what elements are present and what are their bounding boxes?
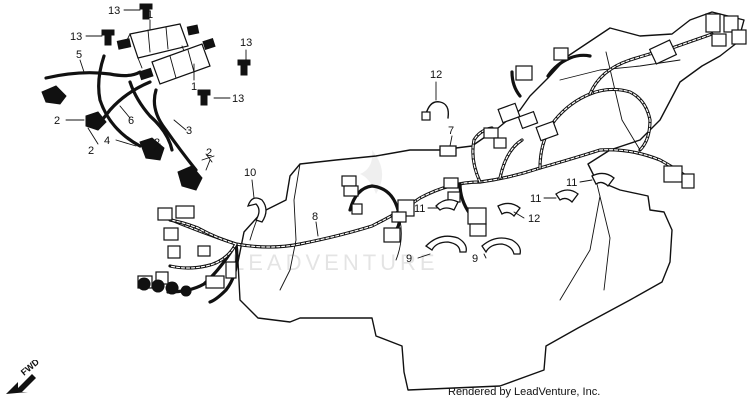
main-wire-harness: [160, 148, 692, 249]
center-connector-group: [341, 175, 487, 243]
bolt-13a: [139, 3, 153, 20]
watermark-text: LEADVENTURE: [232, 250, 439, 275]
clamp-11c: [591, 172, 615, 187]
bolt-13b: [101, 29, 115, 46]
callout-2b: 2: [88, 145, 94, 157]
callout-1b: 1: [191, 81, 197, 93]
harness-rear-branch: [538, 87, 652, 170]
plug-cap-2a: [41, 85, 67, 105]
clamp-11a: [435, 199, 459, 211]
callout-4: 4: [104, 135, 110, 147]
bolt-13c: [237, 59, 251, 76]
callout-2a: 2: [54, 115, 60, 127]
callout-11a: 11: [414, 203, 425, 215]
harness-mid-branch: [458, 126, 524, 216]
clamp-12a: [425, 101, 450, 119]
callout-13d: 13: [232, 93, 244, 105]
frame-outline: [237, 11, 745, 391]
callout-7: 7: [448, 125, 454, 137]
callout-5: 5: [76, 49, 82, 61]
callout-12a: 12: [430, 69, 442, 81]
clamp-11b: [555, 189, 579, 203]
ignition-coil-upper: [116, 23, 200, 69]
rear-connector-group: [648, 13, 747, 189]
render-credit: Rendered by LeadVenture, Inc.: [448, 386, 601, 398]
callout-1a: 1: [147, 9, 153, 21]
callout-11c: 11: [566, 177, 577, 189]
callout-11b: 11: [530, 193, 541, 205]
callout-9b: 9: [472, 253, 478, 265]
callout-13b: 13: [70, 31, 82, 43]
callout-13c: 13: [240, 37, 252, 49]
hv-lead-5: [44, 70, 142, 80]
front-connector-group: [137, 205, 237, 297]
plug-cap-2d: [177, 165, 203, 191]
ignition-coil-lower: [138, 38, 216, 85]
callout-3: 3: [186, 125, 192, 137]
plug-cap-2b: [85, 111, 107, 131]
callout-10: 10: [244, 167, 256, 179]
harness-upper-branch: [510, 53, 592, 98]
part-callouts: 13 13 13 13 1 1 5 2 2 4 6 2 3 2 12 7 10 …: [54, 5, 577, 265]
clamp-9a: [424, 235, 467, 253]
leader-lines: [65, 9, 593, 259]
clamp-12b: [497, 202, 521, 217]
callout-8: 8: [312, 211, 318, 223]
hv-lead-2d: [128, 80, 174, 152]
callout-12b: 12: [528, 213, 540, 225]
hv-lead-4: [97, 54, 142, 148]
callout-9a: 9: [406, 253, 412, 265]
clamp-7: [439, 145, 457, 157]
frame-rear-brace: [559, 179, 611, 301]
watermark-flame-icon: [360, 150, 383, 194]
callout-2c: 2: [154, 137, 160, 149]
callout-2d: 2: [206, 147, 212, 159]
callout-13a: 13: [108, 5, 120, 17]
fwd-arrow-icon: FWD: [6, 360, 42, 394]
fwd-label: FWD: [19, 360, 42, 378]
plug-cap-2c: [139, 137, 165, 161]
upper-connector-group: [483, 47, 569, 149]
bolt-13d: [197, 89, 211, 106]
clamp-10: [247, 197, 267, 223]
callout-6: 6: [128, 115, 134, 127]
hv-lead-3: [152, 88, 198, 172]
frame-inner-line: [279, 51, 681, 291]
clamp-9b: [481, 237, 521, 255]
